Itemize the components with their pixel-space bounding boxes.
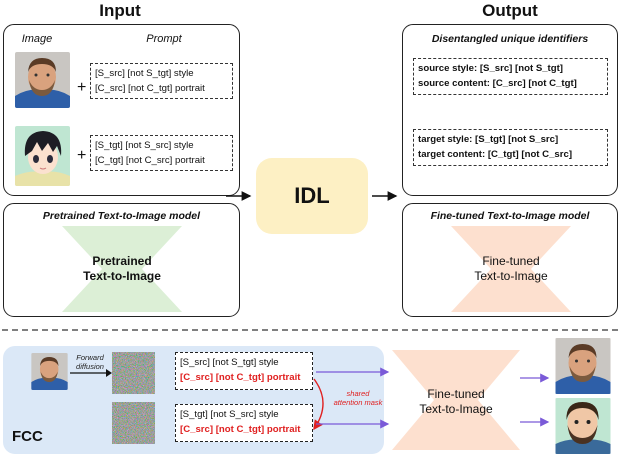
source-identifiers-box: source style: [S_src] [not S_tgt] source… <box>413 58 608 95</box>
source-prompt-portrait-line: [C_src] [not C_tgt] portrait <box>95 83 205 94</box>
input-panel: Image Prompt + [S_src] [not S_tgt] style… <box>3 24 240 196</box>
pretrained-model-panel: Pretrained Text-to-Image model Pretraine… <box>3 203 240 317</box>
man-portrait-icon <box>555 338 611 394</box>
cartoon-man-portrait-icon <box>555 398 611 454</box>
fcc-finetuned-hourglass-icon <box>392 350 520 450</box>
source-style-identifier: source style: [S_src] [not S_tgt] <box>418 63 564 74</box>
fcc-prompt-a-portrait-line: [C_src] [not C_tgt] portrait <box>180 372 301 383</box>
forward-diffusion-label: Forward diffusion <box>68 353 112 371</box>
forward-diffusion-arrow <box>70 369 112 377</box>
pretrained-panel-title: Pretrained Text-to-Image model <box>42 210 201 222</box>
fcc-source-photo <box>31 353 68 390</box>
noise-texture-icon <box>112 402 155 444</box>
fcc-label: FCC <box>12 428 43 445</box>
shared-attention-label: shared attention mask <box>330 389 386 407</box>
fcc-output-photo-stylized <box>555 398 611 454</box>
finetuned-model-panel: Fine-tuned Text-to-Image model Fine-tune… <box>402 203 618 317</box>
idl-box: IDL <box>256 158 368 234</box>
target-anime-image <box>15 126 70 186</box>
fcc-prompt-b-style-line: [S_tgt] [not S_src] style <box>180 409 279 420</box>
shared-attention-arrow <box>313 378 324 431</box>
anime-portrait-icon <box>15 126 70 186</box>
prompt-column-header: Prompt <box>146 33 182 45</box>
target-prompt-style-line: [S_tgt] [not S_src] style <box>95 140 194 151</box>
fcc-model-label: Fine-tuned Text-to-Image <box>392 387 520 417</box>
plus-sign-source: + <box>77 79 87 96</box>
fcc-prompt-box-target: [S_tgt] [not S_src] style [C_src] [not C… <box>175 404 313 442</box>
pretrained-model-label: Pretrained Text-to-Image <box>62 254 182 284</box>
output-panel-title: Disentangled unique identifiers <box>431 33 589 45</box>
image-column-header: Image <box>21 33 53 45</box>
source-portrait-photo <box>15 52 70 108</box>
target-prompt-portrait-line: [C_tgt] [not C_src] portrait <box>95 155 205 166</box>
output-heading: Output <box>482 1 538 20</box>
noise-image-bottom <box>112 402 155 444</box>
pretrained-label-line1: Pretrained <box>92 254 152 268</box>
fcc-output-photo-source <box>555 338 611 394</box>
shared-label-line2: attention mask <box>333 398 383 407</box>
source-prompt-box: [S_src] [not S_tgt] style [C_src] [not C… <box>90 63 233 99</box>
forward-label-line1: Forward <box>76 353 104 362</box>
man-portrait-icon <box>31 353 68 390</box>
finetuned-model-hourglass-icon <box>451 226 571 312</box>
pretrained-label-line2: Text-to-Image <box>83 269 161 283</box>
input-heading: Input <box>99 1 141 20</box>
noise-texture-icon <box>112 352 155 394</box>
fcc-prompt-box-source: [S_src] [not S_tgt] style [C_src] [not C… <box>175 352 313 390</box>
target-style-identifier: target style: [S_tgt] [not S_src] <box>418 134 559 145</box>
target-content-identifier: target content: [C_tgt] [not C_src] <box>418 149 573 160</box>
target-prompt-box: [S_tgt] [not S_src] style [C_tgt] [not C… <box>90 135 233 171</box>
fcc-prompt-b-portrait-line: [C_src] [not C_tgt] portrait <box>180 424 301 435</box>
fcc-prompt-a-style-line: [S_src] [not S_tgt] style <box>180 357 279 368</box>
pretrained-model-hourglass-icon <box>62 226 182 312</box>
target-identifiers-box: target style: [S_tgt] [not S_src] target… <box>413 129 608 166</box>
noise-image-top <box>112 352 155 394</box>
output-panel: Disentangled unique identifiers source s… <box>402 24 618 196</box>
finetuned-panel-title: Fine-tuned Text-to-Image model <box>430 210 590 222</box>
shared-label-line1: shared <box>346 389 370 398</box>
forward-label-line2: diffusion <box>76 362 104 371</box>
source-prompt-style-line: [S_src] [not S_tgt] style <box>95 68 194 79</box>
finetuned-model-label: Fine-tuned Text-to-Image <box>451 254 571 284</box>
fcc-model-label-line1: Fine-tuned <box>427 387 485 401</box>
finetuned-label-line1: Fine-tuned <box>482 254 540 268</box>
source-content-identifier: source content: [C_src] [not C_tgt] <box>418 78 577 89</box>
finetuned-label-line2: Text-to-Image <box>474 269 548 283</box>
man-portrait-icon <box>15 52 70 108</box>
plus-sign-target: + <box>77 147 87 164</box>
fcc-model-label-line2: Text-to-Image <box>419 402 493 416</box>
